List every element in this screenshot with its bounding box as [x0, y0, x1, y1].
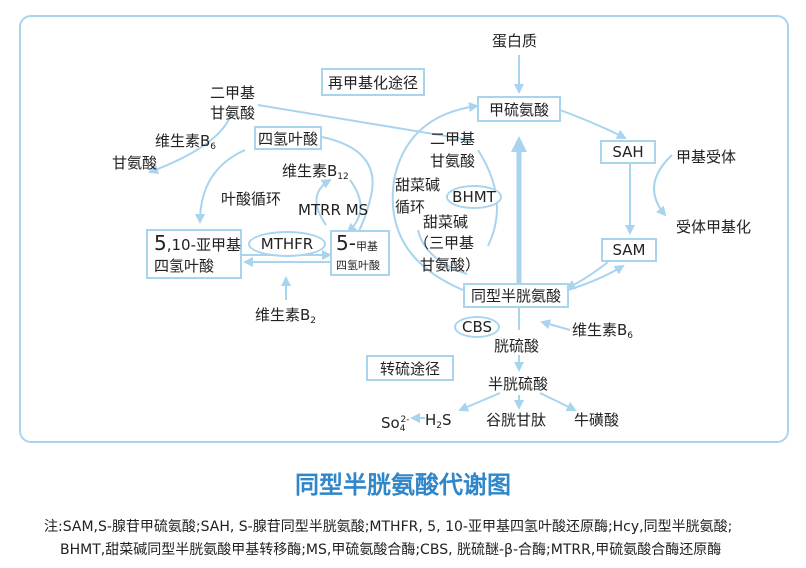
vitamin-b6-right-label: 维生素B6: [572, 321, 634, 341]
folate-cycle-label: 叶酸循环: [221, 190, 282, 208]
remethylation-pathway-box: 再甲基化途径: [321, 68, 425, 96]
vitamin-b12-label: 维生素B12: [282, 162, 349, 182]
protein-label: 蛋白质: [492, 32, 538, 50]
transsulfuration-box: 转硫途径: [366, 355, 454, 381]
sulfate-label: So42-: [381, 414, 410, 434]
dimethylglycine-left-line2: 甘氨酸: [210, 104, 256, 122]
methionine-box: 甲硫氨酸: [477, 96, 561, 122]
betaine-label-1: 甜菜碱: [395, 176, 441, 194]
thf-box: 四氢叶酸: [254, 126, 322, 150]
vitamin-b6-left-label: 维生素B6: [155, 132, 217, 152]
glycine-label: 甘氨酸: [112, 154, 158, 172]
footnote-line1: 注:SAM,S-腺苷甲硫氨酸;SAH, S-腺苷同型半胱氨酸;MTHFR, 5,…: [44, 519, 733, 535]
sah-box: SAH: [600, 140, 656, 164]
taurine-label: 牛磺酸: [574, 411, 620, 429]
methyl-thf-box: 5-甲基 四氢叶酸: [330, 230, 390, 276]
homocysteine-box: 同型半胱氨酸: [463, 283, 569, 308]
diagram-title: 同型半胱氨酸代谢图: [295, 471, 511, 499]
acceptor-methylation-label: 受体甲基化: [676, 218, 752, 236]
betaine-cycle-label: 循环: [395, 198, 426, 216]
vitamin-b2-label: 维生素B2: [255, 306, 317, 326]
methylene-thf-box: 5,10-亚甲基 四氢叶酸: [146, 229, 242, 279]
sam-box: SAM: [601, 238, 657, 262]
hydrogen-sulfide-label: H2S: [425, 411, 452, 431]
footnote-line2: BHMT,甜菜碱同型半胱氨酸甲基转移酶;MS,甲硫氨酸合酶;CBS, 胱硫醚-β…: [60, 542, 722, 558]
dimethylglycine-left-line1: 二甲基: [210, 84, 256, 102]
dimethylglycine-right-line1: 二甲基: [430, 130, 476, 148]
dimethylglycine-right-line2: 甘氨酸: [430, 152, 476, 170]
trimethylglycine-line2: 甘氨酸）: [420, 256, 481, 274]
betaine-label-2: 甜菜碱: [423, 213, 469, 231]
methyl-acceptor-label: 甲基受体: [676, 148, 737, 166]
mtrr-ms-label: MTRR MS: [298, 201, 369, 219]
cbs-oval: CBS: [454, 316, 500, 338]
trimethylglycine-line1: （三甲基: [414, 234, 475, 252]
glutathione-label: 谷胱甘肽: [486, 411, 547, 429]
cystathionine-label: 胱硫酸: [494, 337, 540, 355]
bhmt-oval: BHMT: [446, 185, 502, 209]
mthfr-oval: MTHFR: [248, 231, 326, 257]
cysteine-label: 半胱硫酸: [488, 375, 549, 393]
